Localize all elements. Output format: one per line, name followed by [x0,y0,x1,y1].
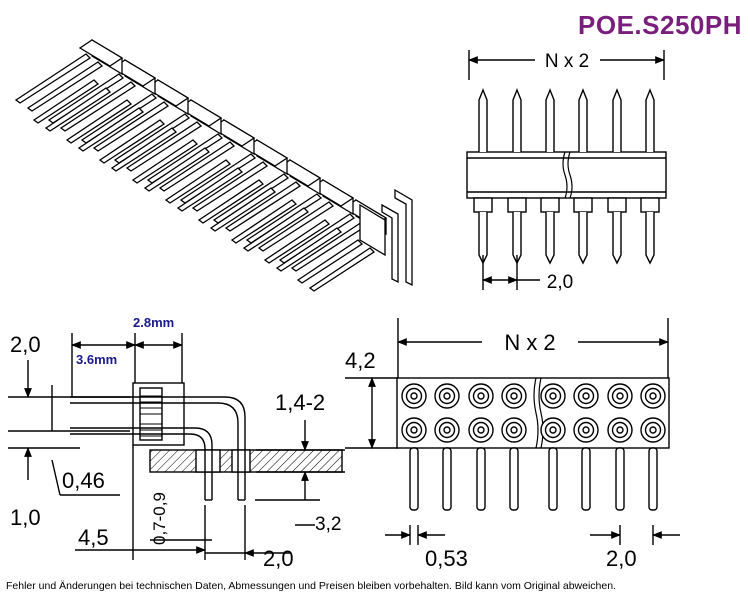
front-view-pin [409,447,419,511]
part-number-title: POE.S250PH [578,10,742,40]
front-view-pin [476,447,486,511]
front-view-pin [548,447,558,511]
iso-pin-segment [80,78,190,172]
top-view-pin [507,88,527,265]
iso-pin-segment [245,178,355,272]
socket-hole [401,417,427,443]
technical-drawing: N x 2 2,0 [8,38,680,571]
iso-pin-segment [47,58,157,152]
iso-pin-segment [14,38,124,132]
socket-hole [607,417,633,443]
front-view-pin [442,447,452,511]
front-pitch-value-label: 2,0 [606,546,637,571]
iso-pin-segment [113,98,223,192]
front-height-label: 4,2 [345,348,376,373]
side-view-drawing [8,333,345,560]
side-dim-pcb-gap: 1,4-2 [275,390,325,415]
front-view-pin [509,447,519,511]
top-view-pin [640,88,660,265]
socket-hole [640,417,666,443]
front-view-drawing [345,318,680,545]
socket-hole [640,383,666,409]
side-dim-row-pitch: 2,0 [263,546,294,571]
side-dim-bend-offset: 4,5 [78,525,109,550]
front-view-pin [615,447,625,511]
socket-hole [573,417,599,443]
top-view-pin [607,88,627,265]
side-dim-left-top: 2,0 [10,332,41,357]
socket-hole [401,383,427,409]
iso-pin-segment [146,118,256,212]
socket-hole [573,383,599,409]
socket-hole [468,383,494,409]
side-dim-left-bottom: 1,0 [10,505,41,530]
side-dim-blue-short: 2.8mm [133,315,174,330]
top-spacing-label: 2,0 [547,272,573,293]
iso-pin-segment [212,158,322,252]
iso-pin-segment [179,138,289,232]
socket-hole [540,383,566,409]
top-view-pin [540,88,560,265]
top-pitch-label: N x 2 [545,51,589,72]
side-dim-blue-long: 3.6mm [76,352,117,367]
socket-hole [434,417,460,443]
socket-hole [501,383,527,409]
disclaimer-footnote: Fehler und Änderungen bei technischen Da… [6,580,616,592]
side-dim-pin-thickness: 0,46 [62,468,105,493]
front-view-pin [581,447,591,511]
socket-hole [607,383,633,409]
socket-hole [434,383,460,409]
socket-hole [501,417,527,443]
top-view-pin [573,88,593,265]
isometric-connector-view [14,38,413,292]
side-dim-board-range: 0,7-0,9 [150,492,169,545]
top-view-drawing [466,50,667,290]
front-pin-width-label: 0,53 [425,546,468,571]
socket-hole [540,417,566,443]
front-view-pin [648,447,658,511]
side-dim-standoff: 3,2 [315,514,341,535]
front-pitch-label: N x 2 [504,330,555,355]
socket-hole [468,417,494,443]
